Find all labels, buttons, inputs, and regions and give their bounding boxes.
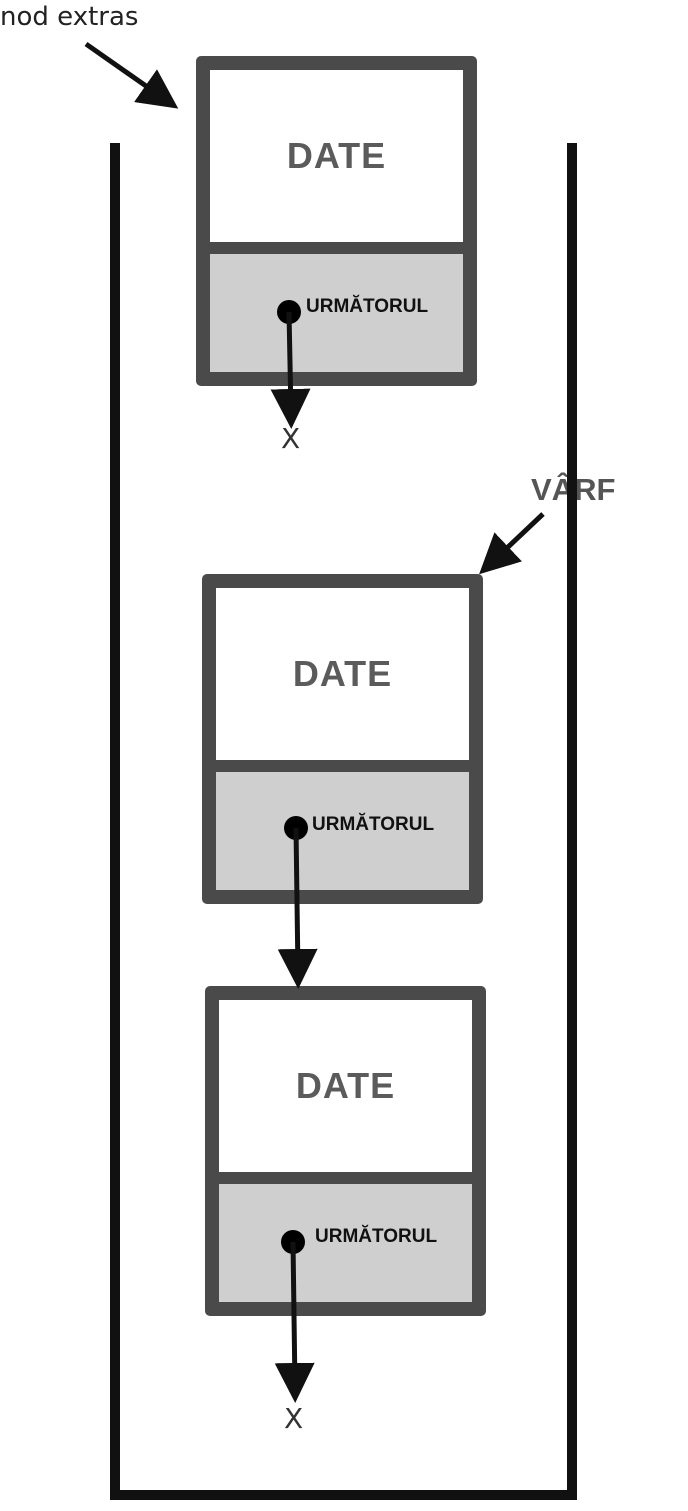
null-pointer-arrow-icon (274, 1241, 315, 1403)
node-next-label: URMĂTORUL (315, 1226, 438, 1247)
bottom-node: DATE URMĂTORUL (205, 986, 486, 1316)
node-next-label: URMĂTORUL (312, 814, 435, 835)
node-next-field: URMĂTORUL (210, 254, 463, 372)
node-data-label: DATE (295, 1065, 396, 1106)
node-next-field: URMĂTORUL (216, 772, 469, 890)
null-marker: X (284, 1402, 304, 1435)
null-pointer-arrow-icon (270, 311, 311, 429)
stack-container (110, 143, 577, 1500)
node-data-label: DATE (292, 653, 393, 694)
node-data-field: DATE (210, 70, 463, 242)
node-data-label: DATE (286, 135, 387, 176)
node-data-field: DATE (216, 588, 469, 760)
node-data-field: DATE (219, 1000, 472, 1172)
extra-node-arrow-icon (84, 41, 179, 109)
next-pointer-arrow-icon (277, 827, 318, 989)
node-next-label: URMĂTORUL (306, 296, 429, 317)
top-pointer-arrow-icon (479, 512, 545, 575)
node-next-field: URMĂTORUL (219, 1184, 472, 1302)
null-marker: X (281, 422, 301, 455)
extra-node-label: nod extras (0, 2, 139, 32)
extra-node: DATE URMĂTORUL (196, 56, 477, 386)
top-node: DATE URMĂTORUL (202, 574, 483, 904)
